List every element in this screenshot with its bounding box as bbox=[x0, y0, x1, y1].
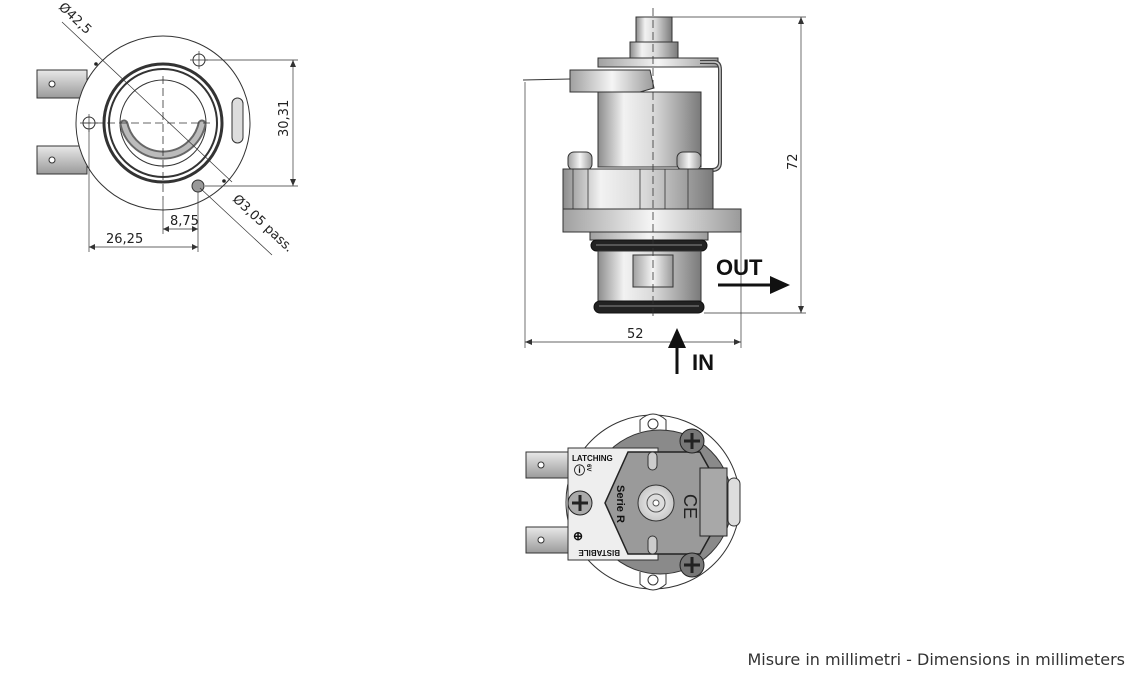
units-note: Misure in millimetri - Dimensions in mil… bbox=[747, 650, 1125, 669]
inlet-label: IN bbox=[692, 350, 714, 375]
stem bbox=[635, 16, 673, 43]
outer-ring bbox=[102, 62, 224, 184]
screw-right bbox=[676, 151, 702, 171]
info-symbol-icon: ⓘ bbox=[574, 463, 585, 477]
inlet-arrow-icon bbox=[668, 328, 686, 348]
side-view: 72 52 OUT IN bbox=[522, 8, 806, 375]
screw-left bbox=[567, 151, 593, 171]
dim-height: 72 bbox=[786, 153, 801, 170]
ce-mark-icon: CE bbox=[680, 494, 700, 519]
dim-vertical-spacing: 30,31 bbox=[277, 100, 292, 137]
outlet-arrow-icon bbox=[770, 276, 790, 294]
plus-symbol-icon: ⊕ bbox=[573, 529, 583, 543]
side-slot bbox=[231, 97, 244, 144]
dim-outer-diameter: Ø42,5 bbox=[55, 0, 94, 38]
lever-arm bbox=[569, 69, 655, 93]
dim-offset-small: 8,75 bbox=[170, 214, 199, 229]
spade-terminal-lower bbox=[36, 145, 88, 175]
o-ring-lower bbox=[593, 300, 705, 314]
phillips-screw-top-right bbox=[679, 428, 705, 454]
voltage-label: 6V bbox=[585, 464, 591, 471]
valve-body bbox=[562, 168, 714, 210]
spade-terminal-upper bbox=[36, 69, 88, 99]
phillips-screw-left bbox=[567, 490, 593, 516]
top-view: Ø42,5 Ø3,05 pass. 30,31 8,75 26,25 bbox=[36, 0, 298, 256]
flange bbox=[562, 208, 742, 233]
bottom-view: LATCHING ⓘ 6V ⊕ BISTABILE Serie R CE bbox=[525, 413, 741, 591]
series-label: Serie R bbox=[614, 485, 626, 523]
phillips-screw-bottom-right bbox=[679, 552, 705, 578]
dim-width: 52 bbox=[627, 327, 644, 342]
dim-offset-large: 26,25 bbox=[106, 232, 143, 247]
latching-label: LATCHING bbox=[572, 454, 613, 463]
outlet-label: OUT bbox=[716, 255, 763, 280]
bistabile-label: BISTABILE bbox=[578, 548, 620, 557]
